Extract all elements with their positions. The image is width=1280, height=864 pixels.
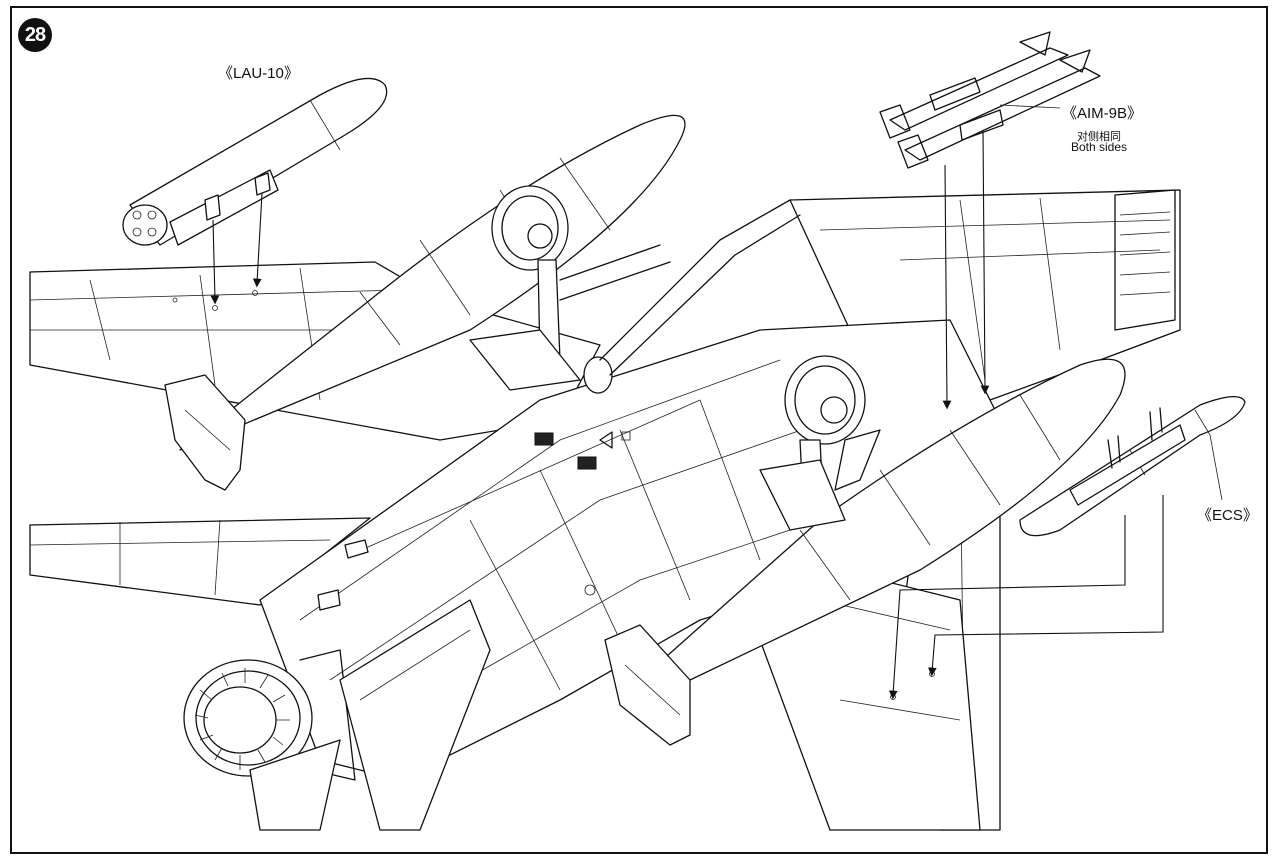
ecs-label: 《ECS》 xyxy=(1197,507,1258,524)
exhaust-nozzle xyxy=(183,649,356,781)
lau-10-rocket-pod xyxy=(122,77,388,305)
page-frame xyxy=(10,6,1268,854)
aim-9b-missiles xyxy=(879,31,1101,410)
lau-10-label: 《LAU-10》 xyxy=(218,65,299,82)
aim-9b-note-cn: 对侧相同 xyxy=(1077,131,1121,143)
aim-9b-label: 《AIM-9B》 xyxy=(1062,105,1143,122)
ecs-pod xyxy=(888,396,1246,700)
step-number-badge: 28 xyxy=(18,18,52,52)
landing-gear-right xyxy=(759,355,881,531)
drop-tank-right xyxy=(604,358,1126,746)
tail-surfaces xyxy=(249,599,491,831)
aim-9b-note-en: Both sides xyxy=(1070,140,1128,154)
landing-gear-left xyxy=(469,185,801,394)
